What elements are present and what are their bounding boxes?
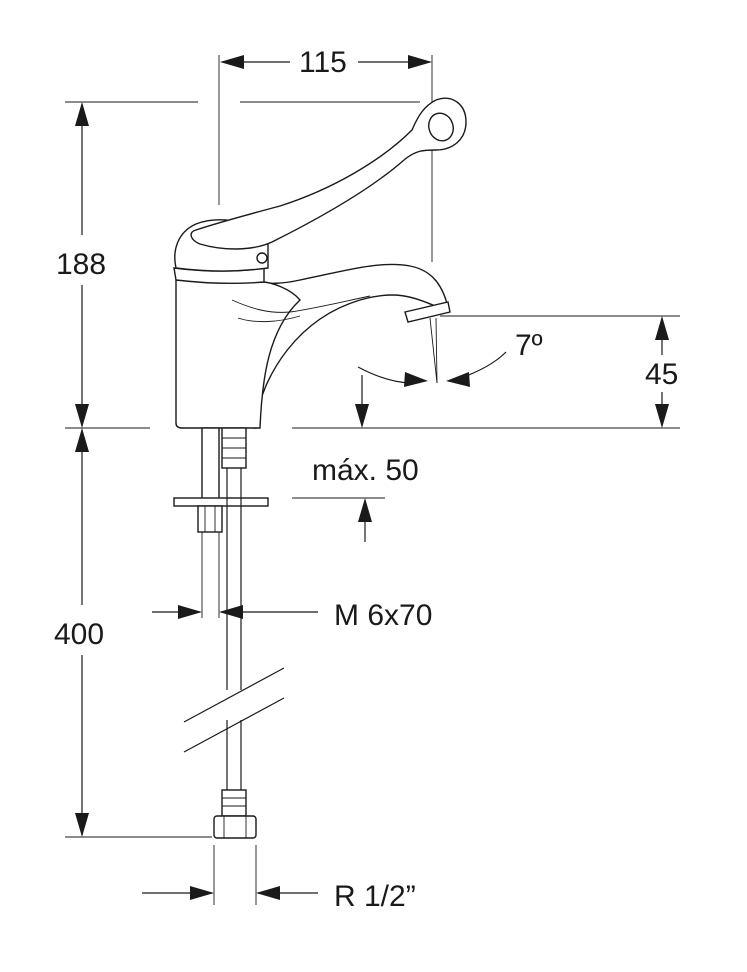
angle-label: 7º [515,329,543,362]
hose-length-label: 400 [54,618,104,651]
upper-height-label: 188 [56,248,106,281]
dimension-connection-r12: R 1/2” [142,880,416,913]
stud-label: M 6x70 [334,599,432,632]
faucet-body [173,97,467,429]
dimension-angle-7: 7º [355,317,543,428]
mounting-assembly [173,427,285,839]
dimension-max-50: máx. 50 [312,454,419,542]
dimension-height-188: 188 [56,102,106,428]
dimension-width-115: 115 [220,46,432,79]
max-thickness-label: máx. 50 [312,454,419,487]
connection-label: R 1/2” [334,880,416,913]
dimension-spout-45: 45 [645,316,678,428]
spout-height-label: 45 [645,358,678,391]
dimension-stud-m6x70: M 6x70 [152,599,432,632]
dimension-hose-400: 400 [54,428,104,837]
width-label: 115 [299,46,347,79]
